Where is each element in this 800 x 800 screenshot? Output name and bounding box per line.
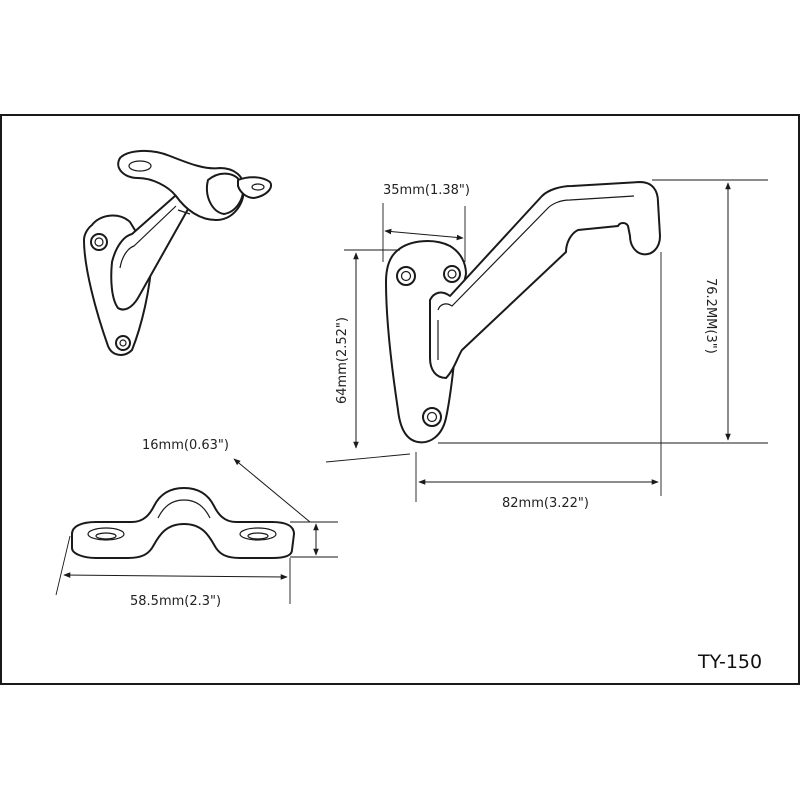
- dim-height-16: 16mm(0.63"): [142, 438, 229, 453]
- model-number: TY-150: [697, 651, 762, 673]
- base-plate-view: [71, 487, 295, 559]
- drawing-frame: [0, 114, 800, 685]
- dim-width-35: 35mm(1.38"): [383, 183, 470, 198]
- bracket-perspective-view: [83, 150, 272, 356]
- dim-length-58: 58.5mm(2.3"): [130, 594, 221, 609]
- dim-height-64: 64mm(2.52"): [335, 317, 350, 404]
- dimension-lines: [55, 179, 768, 604]
- dim-length-82: 82mm(3.22"): [502, 496, 589, 511]
- dim-height-76: 76.2MM(3"): [703, 278, 718, 354]
- bracket-side-view: [385, 181, 661, 444]
